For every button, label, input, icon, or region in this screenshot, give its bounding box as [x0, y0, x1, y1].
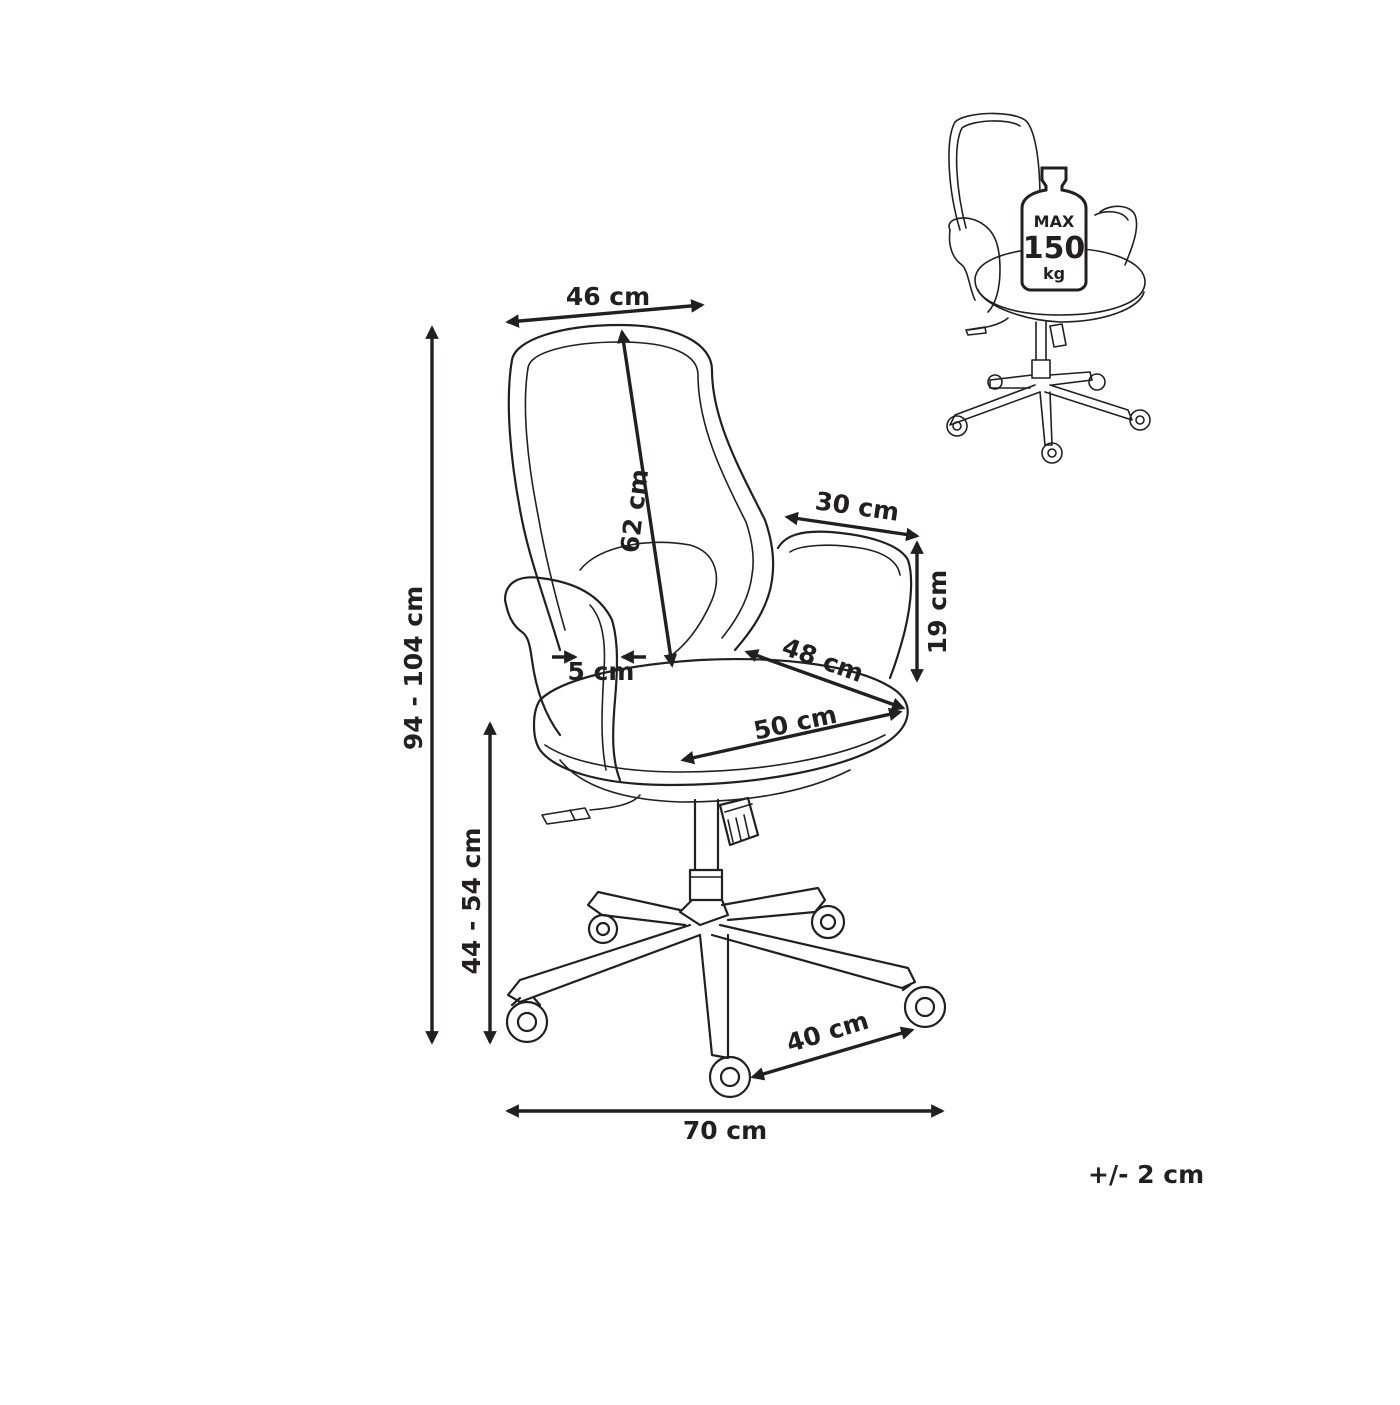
- arrow-armrest-depth: [784, 511, 920, 542]
- weight-label-value: 150: [1023, 231, 1086, 266]
- label-armrest-depth: 30 cm: [813, 486, 901, 526]
- arrow-base-leg: [750, 1026, 915, 1081]
- arrow-seat-depth: [744, 649, 906, 711]
- label-seat-width: 50 cm: [751, 700, 840, 746]
- label-backrest-width: 46 cm: [566, 282, 650, 311]
- label-armrest-height: 19 cm: [923, 570, 952, 654]
- label-total-height: 94 - 104 cm: [399, 586, 428, 750]
- tolerance-note: +/- 2 cm: [1088, 1160, 1205, 1189]
- arrow-seat-width: [680, 707, 903, 765]
- label-base-leg: 40 cm: [783, 1006, 872, 1058]
- dimension-labels: 46 cm 62 cm 30 cm 19 cm 48 cm 50 cm 5 cm…: [399, 282, 952, 1145]
- chair-weight-illustration: MAX 150 kg: [946, 112, 1151, 464]
- arrow-backrest-width: [505, 299, 705, 328]
- label-armrest-thickness: 5 cm: [568, 657, 635, 686]
- weight-label-unit: kg: [1043, 264, 1065, 283]
- label-seat-height: 44 - 54 cm: [457, 828, 486, 975]
- weight-icon: [1020, 166, 1088, 292]
- arrow-backrest-height: [616, 329, 678, 668]
- dimension-arrows: [425, 299, 945, 1118]
- weight-label-max: MAX: [1034, 212, 1075, 231]
- label-backrest-height: 62 cm: [615, 467, 654, 554]
- chair-main-drawing: [503, 323, 947, 1099]
- label-total-width: 70 cm: [683, 1116, 767, 1145]
